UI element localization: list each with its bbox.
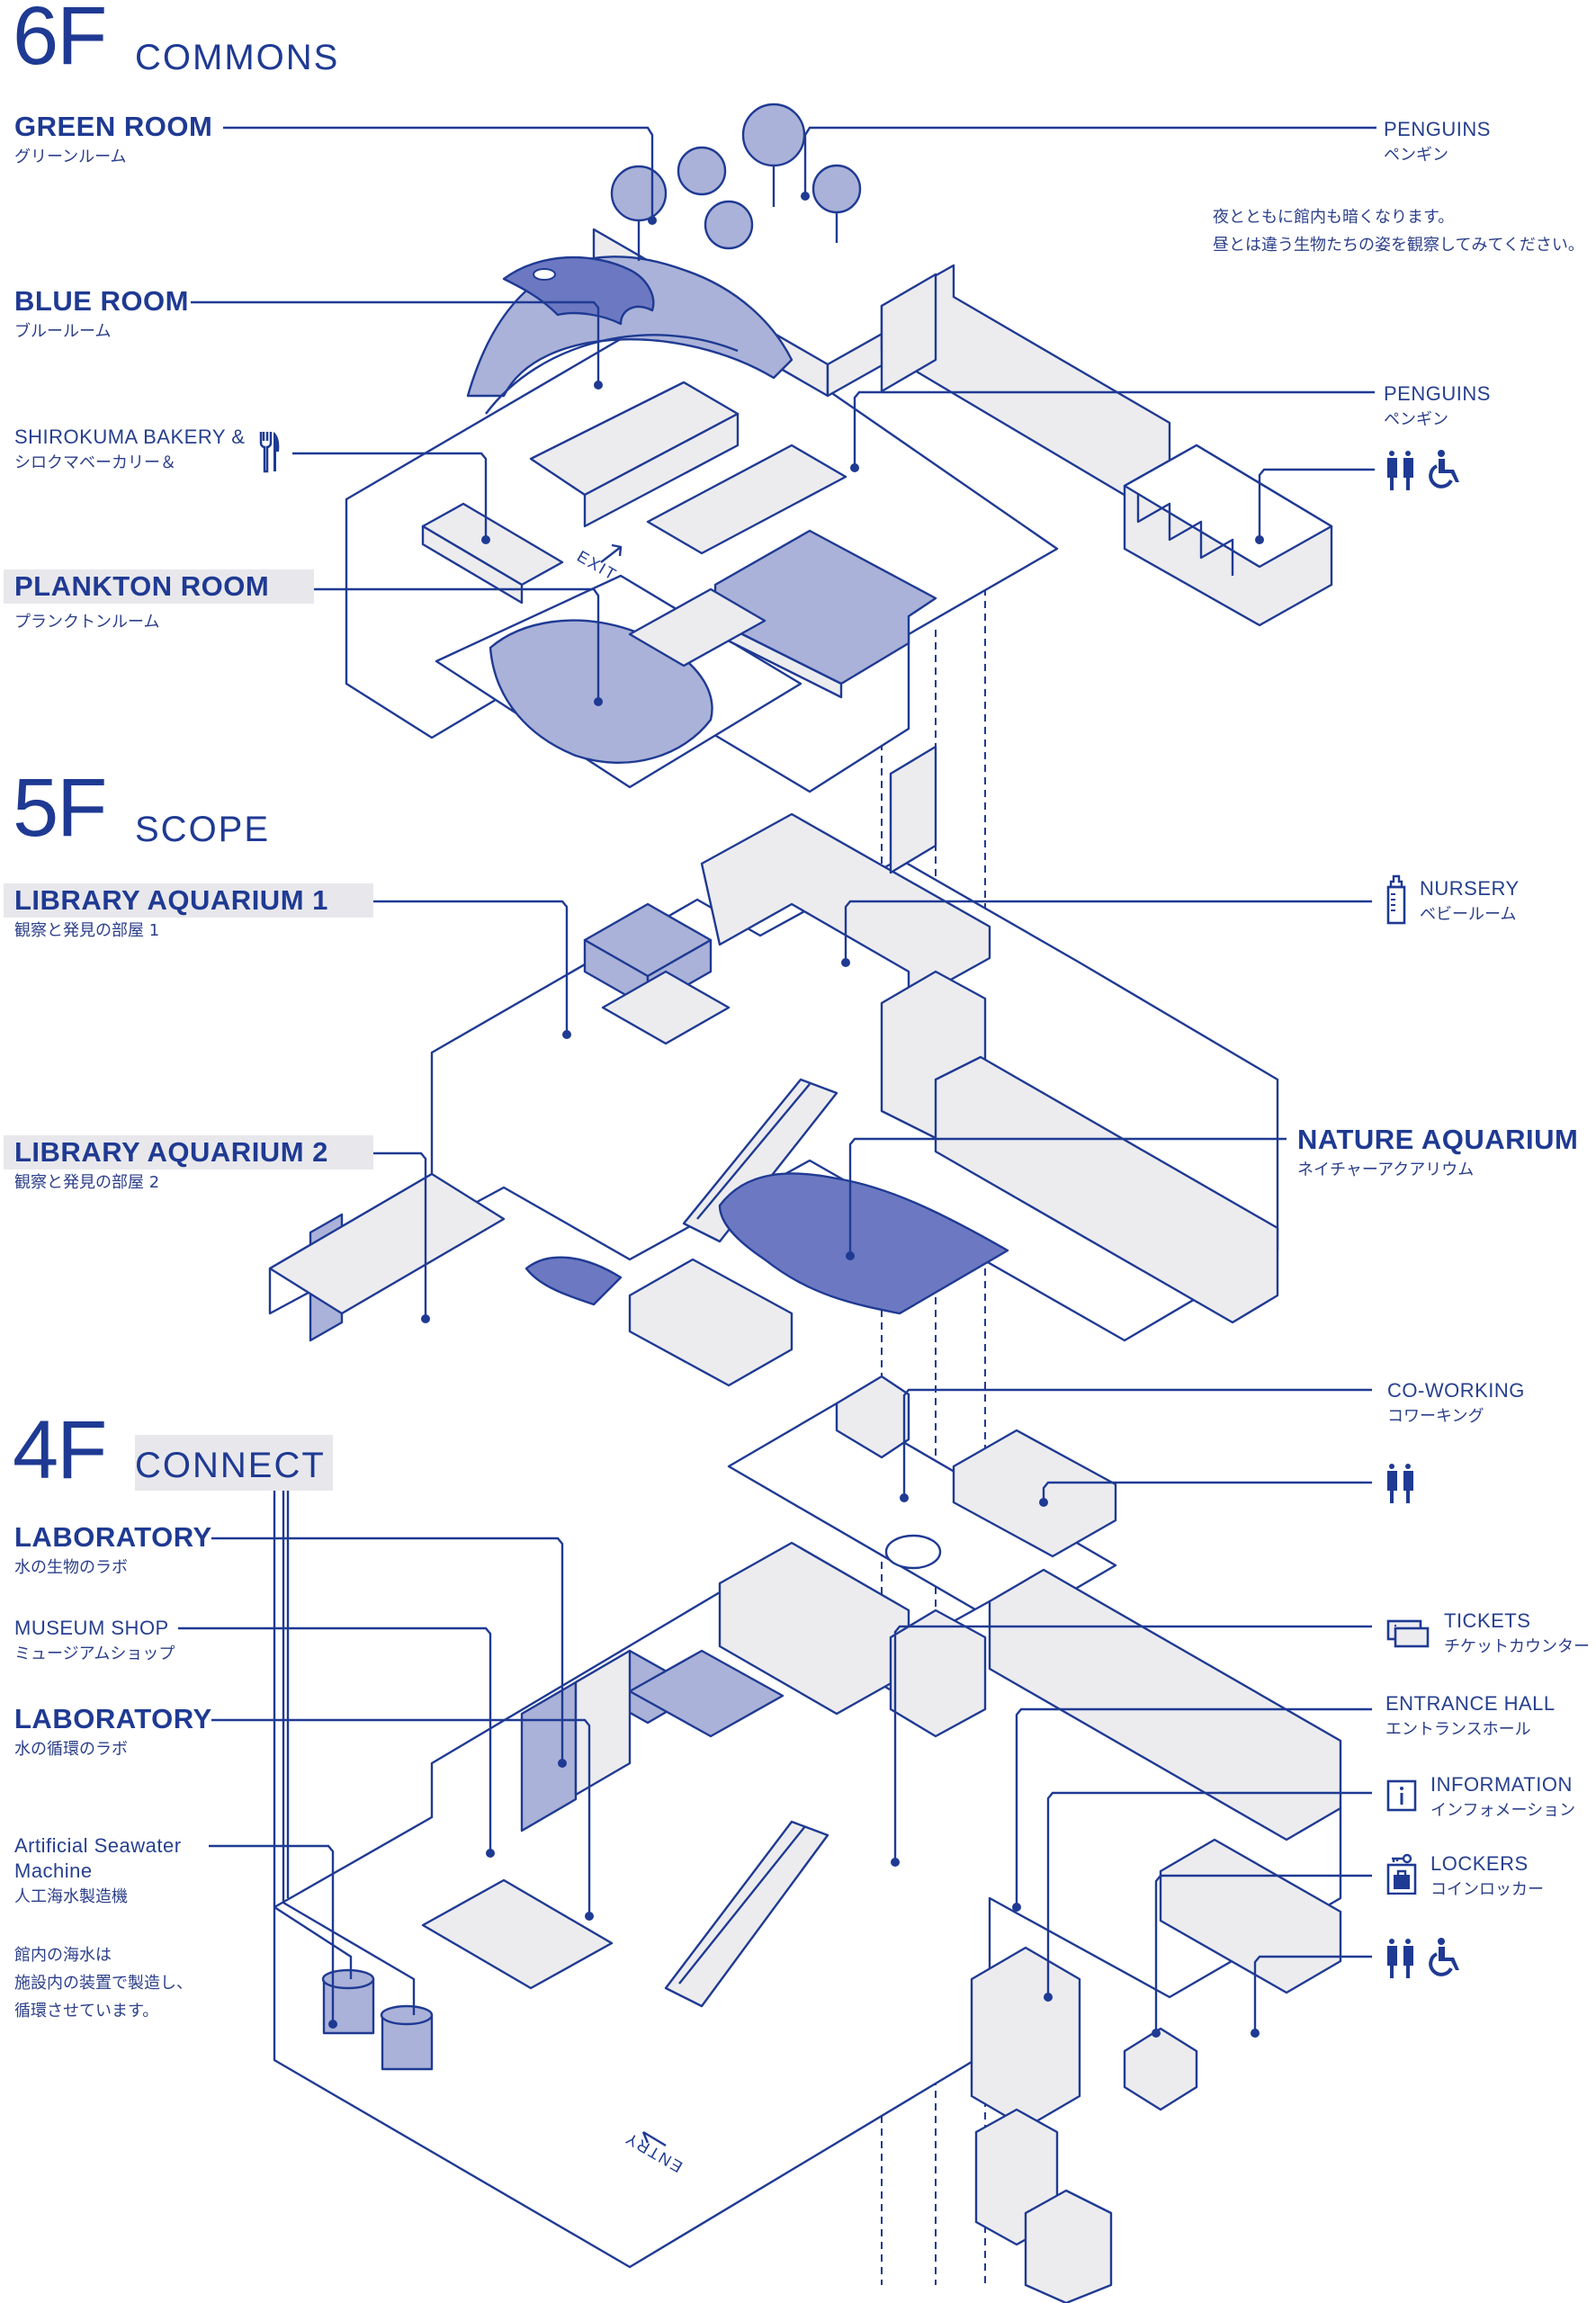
fork-knife-icon [259, 432, 280, 473]
locker-block [1123, 2027, 1198, 2111]
floor-5f-number: 5F [13, 762, 107, 854]
wheelchair-icon [1429, 1938, 1459, 1976]
green-room-trees [610, 103, 862, 261]
label-plankton-room: PLANKTON ROOM プランクトンルーム [4, 569, 315, 636]
label-lockers: LOCKERS コインロッカー [1430, 1852, 1544, 1899]
label-nature-aquarium: NATURE AQUARIUM ネイチャーアクアリウム [1297, 1124, 1579, 1179]
label-laboratory-life: LABORATORY 水の生物のラボ [14, 1521, 212, 1577]
info-icon [1386, 1779, 1417, 1812]
label-information: INFORMATION インフォメーション [1430, 1773, 1576, 1820]
label-library-aquarium-2: LIBRARY AQUARIUM 2 観察と発見の部屋 2 [4, 1135, 373, 1196]
wheelchair-icon [1429, 450, 1459, 488]
label-green-room: GREEN ROOM グリーンルーム [14, 111, 213, 166]
label-blue-room: BLUE ROOM ブルールーム [14, 285, 189, 341]
escalator-4f [664, 1820, 829, 2008]
label-shirokuma-bakery: SHIROKUMA BAKERY & シロクマベーカリー＆ [14, 426, 246, 472]
label-museum-shop: MUSEUM SHOP ミュージアムショップ [14, 1617, 175, 1663]
baby-bottle-icon [1386, 874, 1406, 925]
leader-lines [178, 126, 1376, 2038]
museum-shop-area [421, 1878, 614, 1990]
label-nursery: NURSERY ベビールーム [1420, 877, 1520, 924]
co-working-area [727, 1402, 1117, 1630]
seawater-pipes [273, 1475, 416, 2015]
night-note: 夜とともに館内も暗くなります。 昼とは違う生物たちの姿を観察してみてください。 [1213, 208, 1584, 255]
label-library-aquarium-1: LIBRARY AQUARIUM 1 観察と発見の部屋 1 [4, 883, 373, 945]
floor-5f-name: SCOPE [135, 810, 271, 849]
nature-aquarium-tank [718, 1172, 1009, 1315]
label-laboratory-cycle: LABORATORY 水の循環のラボ [14, 1703, 212, 1759]
plankton-tank [489, 619, 713, 765]
floor-6f-name: COMMONS [135, 38, 340, 77]
floor-6f-number: 6F [13, 0, 107, 82]
label-entrance-hall: ENTRANCE HALL エントランスホール [1385, 1692, 1556, 1739]
floor-6f-plan: EXIT [345, 103, 1333, 793]
floor-4f-name: CONNECT [135, 1435, 333, 1491]
ticket-icon [1386, 1619, 1430, 1648]
label-tickets: TICKETS チケットカウンター [1444, 1609, 1590, 1656]
restroom-icon [1387, 451, 1413, 490]
label-artificial-seawater-machine: Artificial Seawater Machine 人工海水製造機 [14, 1834, 182, 1906]
label-penguins-1: PENGUINS ペンギン [1384, 118, 1491, 165]
locker-icon [1386, 1853, 1417, 1895]
floor-4f-plan: ENTRY [273, 1475, 1342, 2303]
seawater-note: 館内の海水は 施設内の装置で製造し、 循環させています。 [14, 1946, 193, 2021]
label-co-working: CO-WORKING コワーキング [1387, 1379, 1525, 1426]
restroom-icon [1387, 1464, 1413, 1503]
label-penguins-2: PENGUINS ペンギン [1384, 382, 1491, 429]
floor-5f-plan [268, 745, 1279, 1630]
floor-4f-number: 4F [13, 1404, 107, 1496]
restroom-icon [1387, 1939, 1413, 1978]
library-aquarium-1-stack [583, 902, 731, 1045]
